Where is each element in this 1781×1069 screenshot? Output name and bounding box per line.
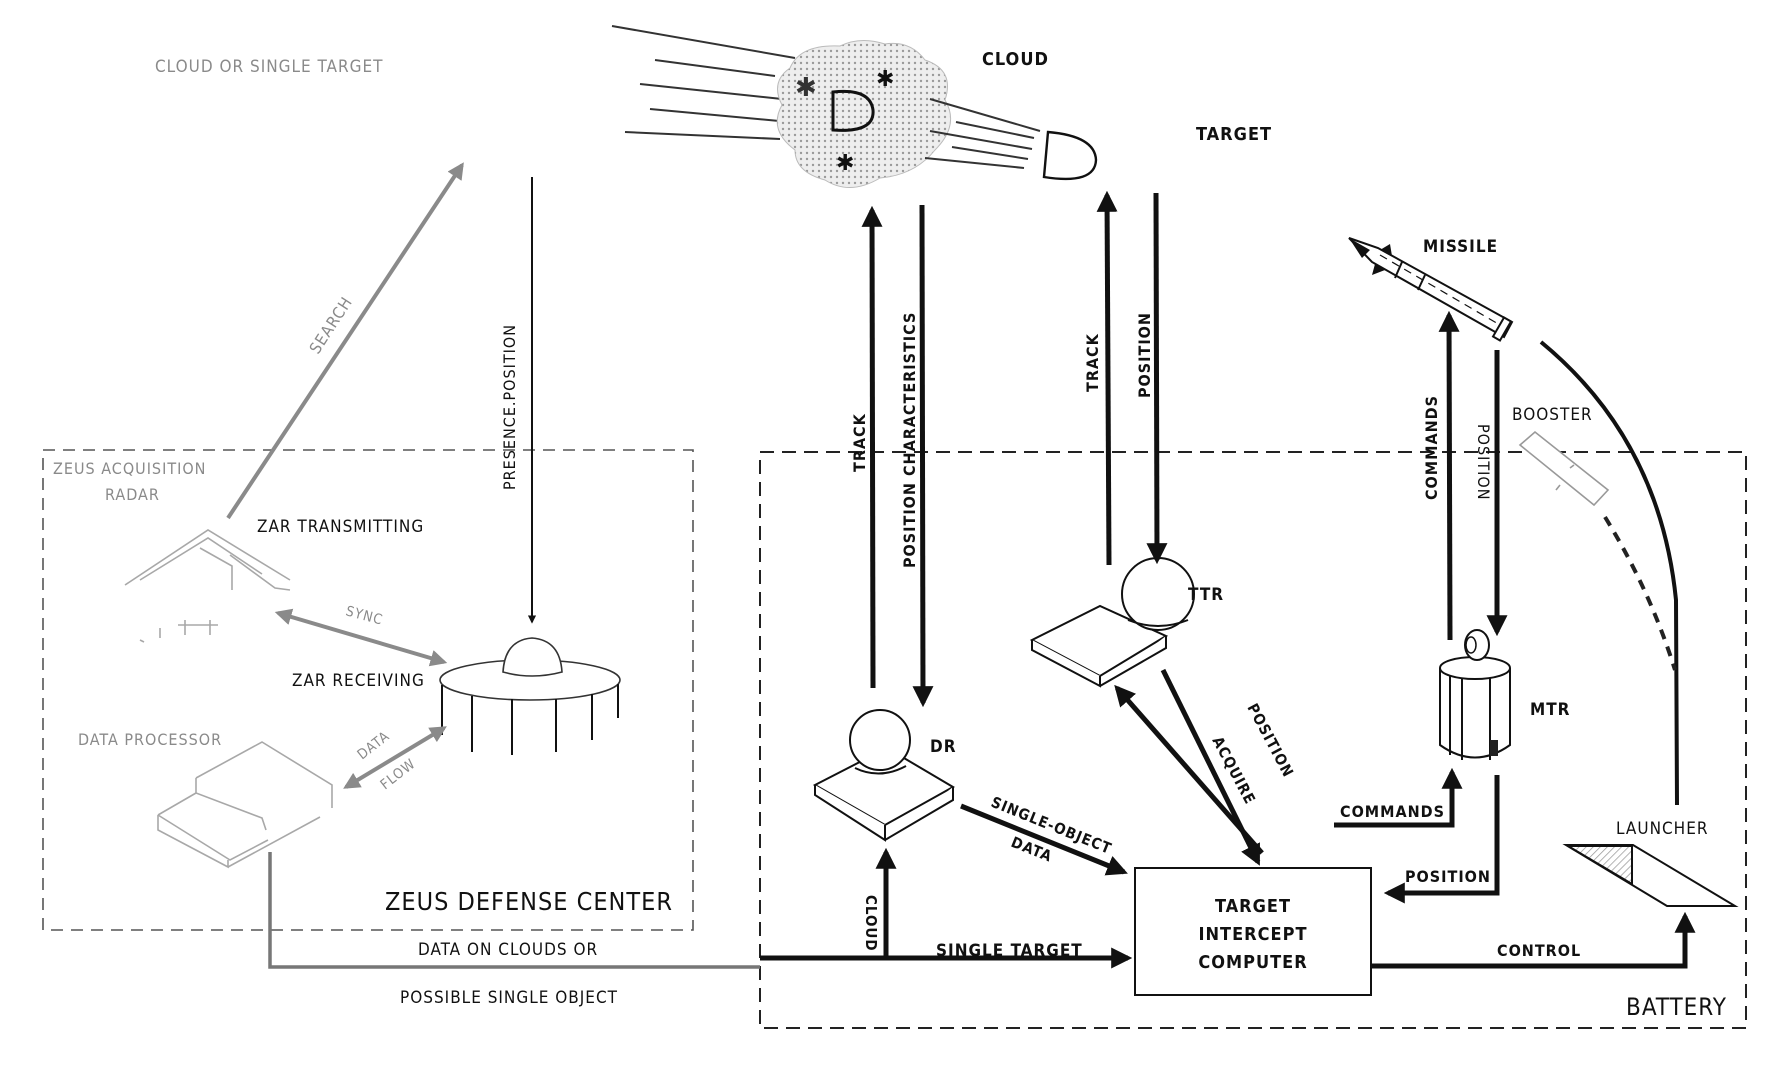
data-on-clouds-line bbox=[268, 852, 760, 969]
cloud-or-single-target-label: CLOUD OR SINGLE TARGET bbox=[155, 57, 383, 77]
single-target-label: SINGLE TARGET bbox=[936, 941, 1083, 961]
battery-title: BATTERY bbox=[1626, 993, 1727, 1021]
mtr-commands-arrow bbox=[1438, 310, 1460, 641]
target-label: TARGET bbox=[1196, 124, 1272, 145]
zeus-defense-center-boundary bbox=[42, 449, 694, 931]
cloud-icon: ✱ ✱ ✱ bbox=[776, 40, 952, 188]
ttr-to-tic-position-label: POSITION bbox=[1243, 700, 1297, 780]
tic-label-line3: COMPUTER bbox=[1198, 952, 1307, 973]
data-flow-label-line2: FLOW bbox=[378, 756, 419, 793]
battery-boundary bbox=[759, 451, 1747, 1029]
tic-position-arrow bbox=[1383, 775, 1500, 904]
dr-position-characteristics-label: POSITION CHARACTERISTICS bbox=[900, 312, 919, 568]
data-on-clouds-label-line1: DATA ON CLOUDS OR bbox=[418, 940, 598, 960]
presence-position-label: PRESENCE.POSITION bbox=[500, 324, 519, 490]
zar-receiving-label: ZAR RECEIVING bbox=[292, 671, 425, 691]
booster-label: BOOSTER bbox=[1512, 405, 1593, 425]
dr-position-characteristics-arrow bbox=[912, 204, 934, 708]
svg-text:✱: ✱ bbox=[795, 73, 817, 102]
ttr-label: TTR bbox=[1188, 585, 1224, 605]
single-object-data-arrow bbox=[960, 803, 1128, 876]
target-icon bbox=[1042, 130, 1098, 181]
cloud-label: CLOUD bbox=[982, 49, 1049, 70]
ttr-track-label: TRACK bbox=[1083, 333, 1102, 392]
data-on-clouds-label-line2: POSSIBLE SINGLE OBJECT bbox=[400, 988, 618, 1008]
acquisition-radar-label-line1: ZEUS ACQUISITION bbox=[53, 459, 206, 478]
zar-transmitter-icon bbox=[124, 529, 291, 643]
booster-trajectory bbox=[1603, 515, 1677, 671]
zeus-defense-center-title: ZEUS DEFENSE CENTER bbox=[385, 887, 673, 916]
control-arrow bbox=[1371, 911, 1696, 969]
mtr-commands-label: COMMANDS bbox=[1422, 395, 1441, 500]
missile-icon bbox=[1348, 237, 1514, 342]
ttr-track-arrow bbox=[1096, 190, 1118, 566]
search-label: SEARCH bbox=[305, 293, 356, 357]
acquisition-radar-label-line2: RADAR bbox=[105, 485, 160, 504]
launcher-label: LAUNCHER bbox=[1616, 819, 1708, 839]
ttr-position-arrow bbox=[1146, 192, 1168, 565]
missile-trajectory bbox=[1539, 340, 1679, 806]
mtr-position-label: POSITION bbox=[1474, 424, 1493, 501]
cloud-to-dr-label: CLOUD bbox=[862, 895, 880, 952]
cloud-motion-streaks bbox=[611, 25, 796, 140]
zar-transmitting-label: ZAR TRANSMITTING bbox=[257, 517, 424, 537]
target-intercept-computer-box: TARGET INTERCEPT COMPUTER bbox=[1134, 867, 1372, 996]
dr-radar-icon bbox=[812, 709, 956, 842]
data-processor-label: DATA PROCESSOR bbox=[78, 730, 222, 749]
ttr-position-label: POSITION bbox=[1135, 312, 1154, 398]
target-motion-streaks bbox=[924, 98, 1041, 169]
control-label: CONTROL bbox=[1497, 941, 1581, 960]
tic-label-line1: TARGET bbox=[1215, 896, 1291, 917]
ttr-to-tic-position-arrow bbox=[1160, 668, 1261, 866]
booster-icon bbox=[1518, 430, 1610, 507]
dr-track-arrow bbox=[861, 205, 883, 689]
data-flow-label-line1: DATA bbox=[355, 728, 393, 763]
launcher-icon bbox=[1562, 844, 1739, 907]
single-object-data-label-line2: DATA bbox=[1009, 833, 1056, 866]
svg-text:✱: ✱ bbox=[876, 66, 894, 91]
dr-label: DR bbox=[930, 737, 956, 757]
tic-commands-label: COMMANDS bbox=[1340, 802, 1445, 821]
dr-track-label: TRACK bbox=[850, 413, 869, 472]
svg-text:✱: ✱ bbox=[836, 150, 854, 175]
mtr-radar-icon bbox=[1439, 629, 1511, 760]
search-arrow bbox=[226, 162, 464, 520]
tic-commands-arrow bbox=[1334, 767, 1463, 828]
acquire-label: ACQUIRE bbox=[1208, 733, 1259, 807]
tic-label-line2: INTERCEPT bbox=[1198, 924, 1307, 945]
zar-receiver-icon bbox=[439, 637, 621, 755]
sync-arrow bbox=[274, 608, 448, 667]
mtr-label: MTR bbox=[1530, 700, 1570, 720]
missile-label: MISSILE bbox=[1423, 237, 1498, 257]
ttr-radar-icon bbox=[1029, 557, 1195, 688]
data-flow-arrow bbox=[343, 726, 447, 789]
data-processor-icon bbox=[157, 741, 333, 869]
sync-label: SYNC bbox=[344, 603, 385, 628]
tic-position-label: POSITION bbox=[1405, 867, 1491, 886]
